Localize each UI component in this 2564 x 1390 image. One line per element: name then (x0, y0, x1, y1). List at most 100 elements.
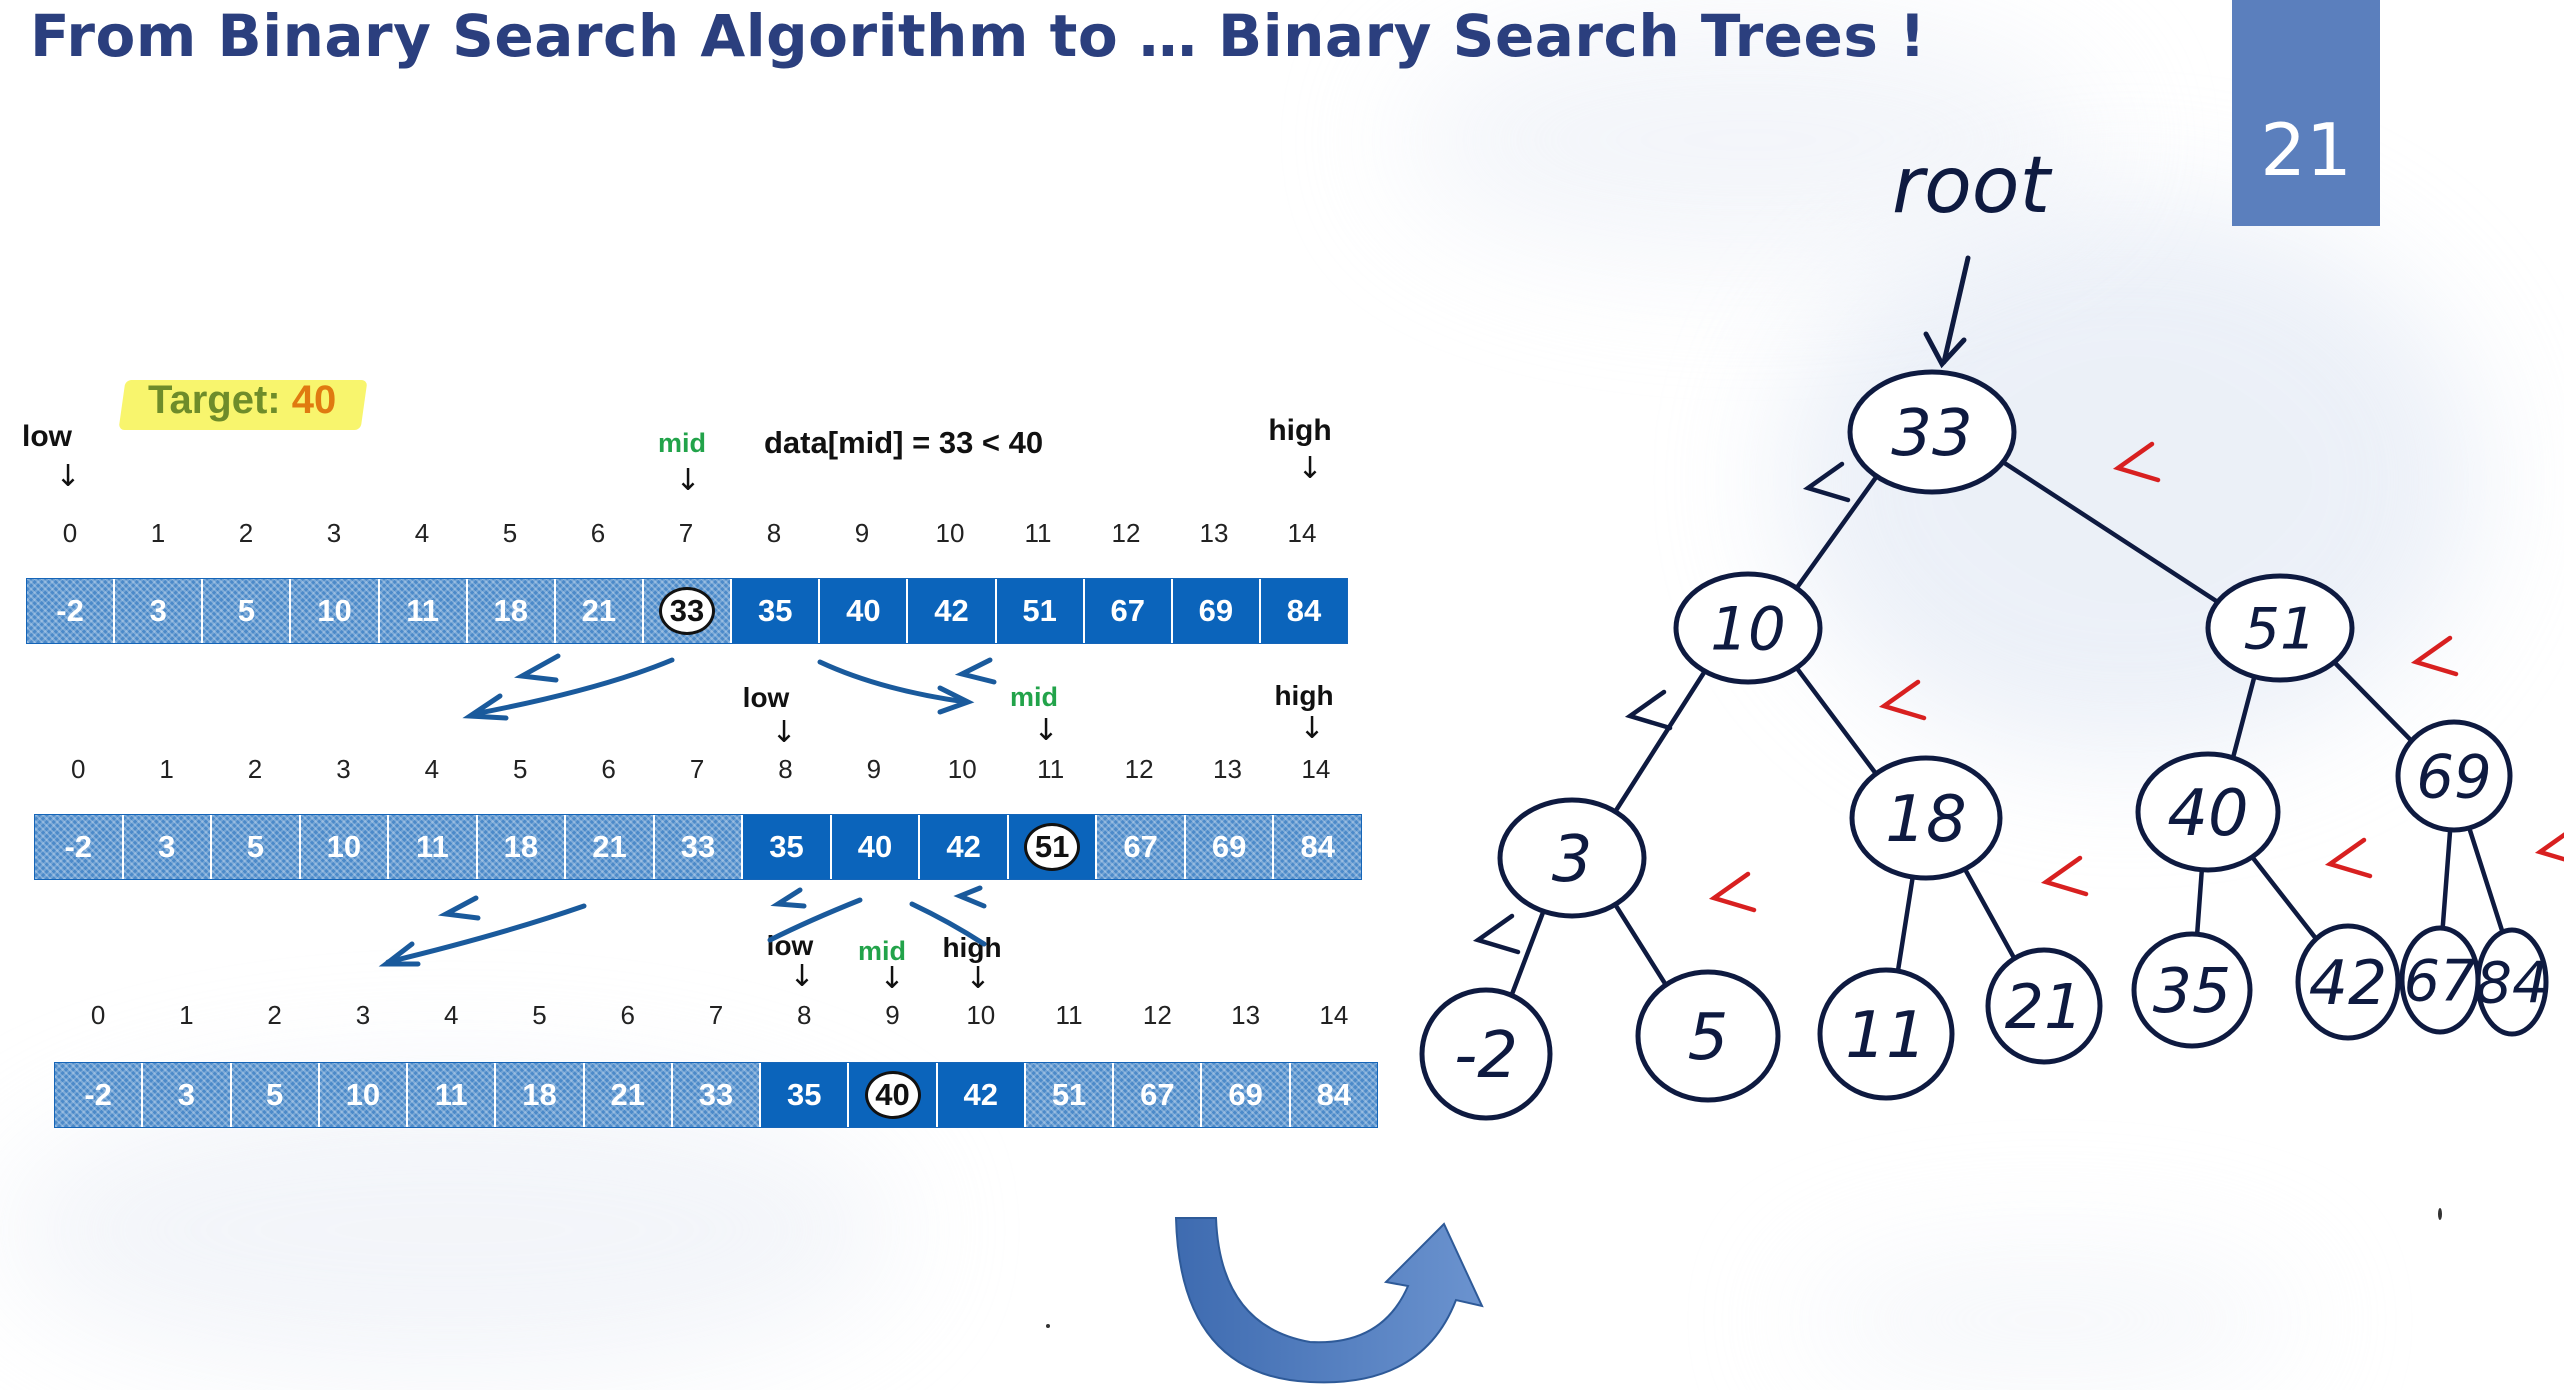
tree-node: 33 (1847, 369, 2017, 495)
comparison-marks (1472, 441, 2564, 955)
tree-node-label: 69 (2416, 743, 2492, 812)
index-label: 14 (1319, 1000, 1349, 1030)
less-than-mark (2410, 635, 2459, 677)
high-label: high (1274, 680, 1334, 711)
index-label: 6 (620, 1000, 635, 1030)
less-than-mark (2324, 837, 2373, 879)
tree-edge (2329, 657, 2416, 746)
index-label: 1 (150, 518, 166, 548)
index-label: 3 (355, 1000, 371, 1030)
array-cell: 35 (732, 579, 821, 643)
index-label: 0 (90, 1000, 106, 1030)
array-cell: 5 (231, 1063, 320, 1127)
stray-mark (2438, 1208, 2442, 1220)
arrowhead-icon (378, 941, 421, 967)
background-shape (1400, 10, 2100, 270)
array-cell: 18 (467, 579, 556, 643)
tree-edge (2466, 823, 2506, 937)
tree-node-label: 42 (2309, 947, 2387, 1019)
index-label: 10 (935, 518, 965, 548)
array-cell: 21 (555, 579, 644, 643)
index-label: 14 (1301, 754, 1331, 784)
target-label: Target: 40 (118, 378, 368, 430)
tree-node: 11 (1817, 967, 1955, 1101)
tree-edge (2248, 852, 2321, 944)
tree-node: 18 (1849, 755, 2003, 881)
index-label: 10 (947, 754, 977, 784)
tree-edge (1895, 871, 1916, 977)
less-than-mark (1878, 679, 1927, 721)
index-label: 0 (62, 518, 78, 548)
index-label: 12 (1124, 754, 1154, 784)
tree-node: 35 (2131, 931, 2253, 1049)
array-cell: 84 (1290, 1063, 1377, 1127)
index-label: 14 (1287, 518, 1317, 548)
index-label: 13 (1213, 754, 1242, 784)
array-cell: 67 (1097, 815, 1186, 879)
down-arrow-icon: ↓ (879, 961, 905, 996)
array-cell: 42 (920, 815, 1009, 879)
transition-arrow-icon (1174, 1217, 1484, 1384)
less-than-mark (1708, 871, 1757, 913)
index-label: 7 (678, 518, 694, 548)
less-than-mark (514, 653, 561, 683)
index-label: 4 (443, 1000, 459, 1030)
index-label: 11 (1055, 1000, 1083, 1030)
array-cell: -2 (55, 1063, 144, 1127)
tree-node-label: 18 (1885, 783, 1966, 857)
less-than-mark (2112, 441, 2161, 483)
array-cell: 40 (820, 579, 909, 643)
arrowhead-icon (937, 685, 975, 715)
tree-node: 67 (2399, 925, 2481, 1035)
array-cell: 10 (300, 815, 390, 879)
array-cell: 42 (908, 579, 997, 643)
tree-node-label: 84 (2476, 951, 2549, 1017)
array-cell: 18 (496, 1063, 585, 1127)
index-label: 13 (1231, 1000, 1261, 1030)
index-label: 8 (778, 754, 793, 784)
index-label: 4 (414, 518, 430, 548)
index-label: 4 (424, 754, 440, 784)
array-cell: 51 (1008, 815, 1098, 879)
tree-node: -2 (1419, 987, 1553, 1121)
down-arrow-icon: ↓ (1297, 451, 1323, 486)
stray-mark (1046, 1324, 1050, 1328)
array-cell: 3 (123, 815, 213, 879)
arrowhead-icon (462, 693, 509, 721)
background-shape (1800, 1250, 2300, 1390)
tree-node: 69 (2395, 719, 2513, 833)
index-label: 9 (866, 754, 882, 784)
index-label: 11 (1037, 754, 1065, 784)
tree-edge (2194, 864, 2205, 940)
tree-node-label: 3 (1552, 823, 1593, 897)
less-than-mark (1624, 689, 1673, 731)
array-cell: 11 (408, 1063, 497, 1127)
array-cell: 84 (1260, 579, 1348, 643)
mid-value-circle: 40 (864, 1071, 921, 1119)
index-label: 3 (326, 518, 342, 548)
slide-number: 21 (2260, 108, 2352, 192)
array-cell: -2 (27, 579, 116, 643)
array-cell: 5 (212, 815, 301, 879)
index-label: 11 (1024, 518, 1052, 548)
tree-node: 42 (2295, 923, 2401, 1041)
tree-edge (1792, 663, 1881, 779)
array-cell: 67 (1114, 1063, 1203, 1127)
index-label: 8 (766, 518, 782, 548)
tree-node: 3 (1497, 797, 1647, 919)
index-label: 9 (885, 1000, 900, 1030)
index-label: 1 (179, 1000, 194, 1030)
tree-node: 40 (2135, 751, 2281, 873)
slide-number-badge: 21 (2232, 0, 2380, 226)
tree-node: 10 (1673, 571, 1823, 685)
index-label: 0 (70, 754, 86, 784)
tree-node-label: 67 (2404, 949, 2477, 1015)
less-than-mark (1802, 461, 1851, 503)
down-arrow-icon: ↓ (675, 463, 701, 498)
